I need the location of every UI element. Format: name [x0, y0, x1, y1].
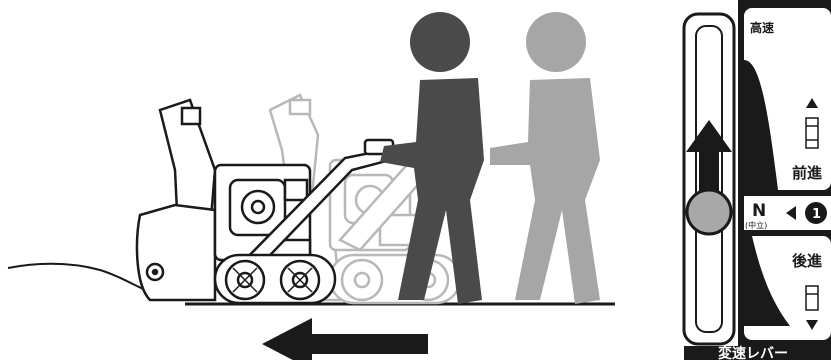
lever-knob — [687, 190, 731, 234]
left-arrow-icon — [262, 318, 428, 360]
cable-line — [8, 264, 150, 292]
neutral-letter: N — [752, 201, 766, 221]
person-rear — [490, 12, 600, 304]
shift-lever-caption: 変速レバー — [718, 345, 788, 360]
high-speed-label-bottom: 高速 — [750, 309, 774, 324]
high-speed-label-top: 高速 — [750, 20, 774, 35]
neutral-sub-label: (中立) — [745, 220, 767, 230]
forward-label: 前進 — [792, 164, 823, 182]
step-number: 1 — [812, 207, 821, 222]
reverse-label: 後進 — [791, 252, 823, 270]
